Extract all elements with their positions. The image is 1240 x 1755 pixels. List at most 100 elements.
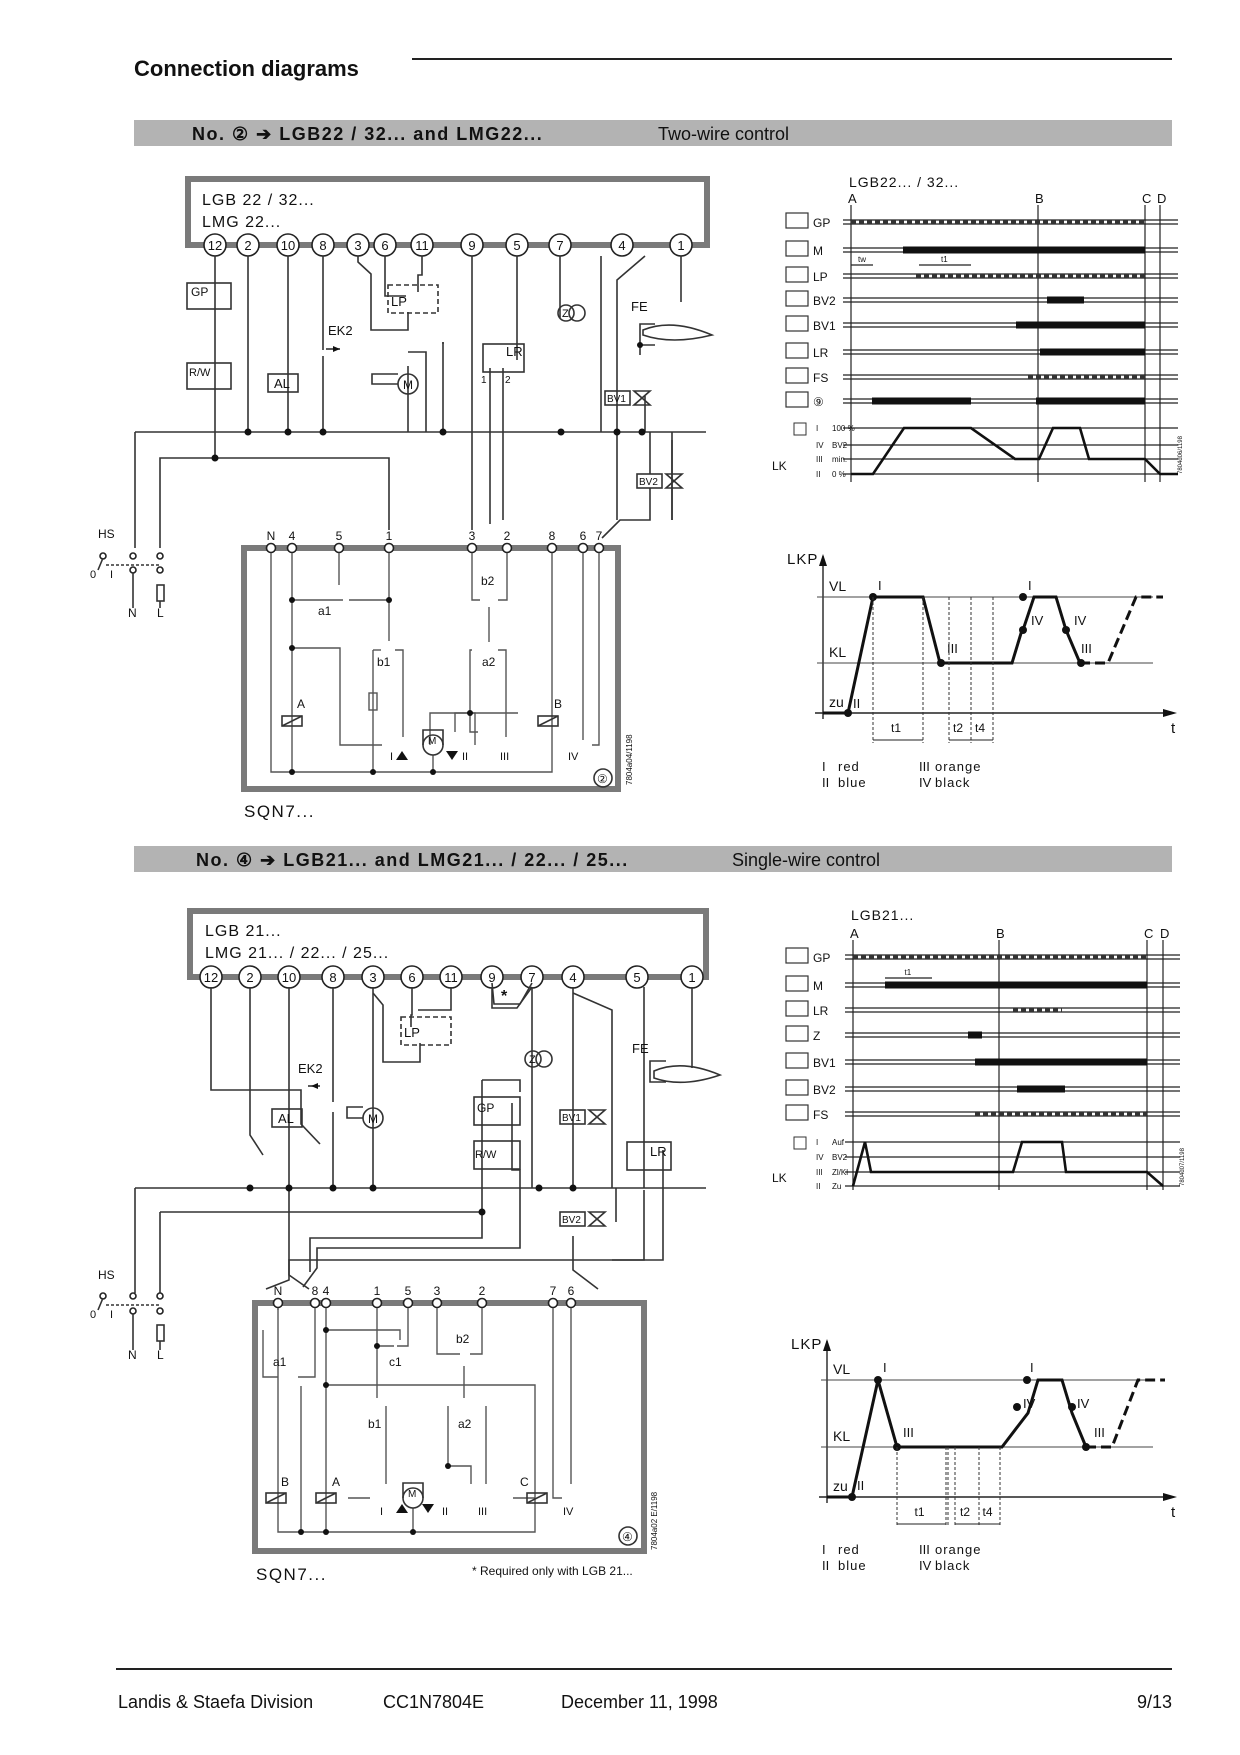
level-label: zu bbox=[829, 694, 844, 710]
terminal-label: 4 bbox=[569, 970, 576, 985]
lkp-point bbox=[1068, 1403, 1076, 1411]
timing-marker: B bbox=[1035, 191, 1044, 206]
s1-timing-title: LGB22... / 32... bbox=[849, 174, 959, 190]
svg-text:1: 1 bbox=[481, 375, 487, 386]
actuator-terminal-label: 5 bbox=[405, 1284, 412, 1298]
actuator-terminal bbox=[547, 1297, 559, 1309]
lk-level-text: Zl/Kl bbox=[832, 1168, 848, 1177]
svg-text:BV2: BV2 bbox=[639, 477, 658, 488]
timing-ref: 7804d07/1198 bbox=[1180, 1147, 1186, 1186]
timing-ref: 7804d06/1198 bbox=[1178, 435, 1184, 474]
legend-roman: IV bbox=[919, 1558, 932, 1573]
svg-text:LR: LR bbox=[506, 344, 523, 359]
actuator-terminal bbox=[565, 1297, 577, 1309]
actuator-terminal-label: N bbox=[274, 1284, 283, 1298]
actuator-terminal-label: 7 bbox=[550, 1284, 557, 1298]
lkp-point-label: III bbox=[947, 641, 958, 656]
svg-text:N: N bbox=[128, 606, 137, 620]
timing-marker: D bbox=[1160, 926, 1169, 941]
interval-label: t4 bbox=[975, 721, 985, 735]
lk-level-roman: II bbox=[816, 1182, 820, 1191]
svg-text:a1: a1 bbox=[273, 1355, 287, 1369]
actuator-terminal-label: 2 bbox=[504, 529, 511, 543]
svg-text:IV: IV bbox=[563, 1506, 574, 1518]
s2-device-ek2: EK2 bbox=[298, 1061, 323, 1089]
lk-level-roman: III bbox=[816, 1168, 823, 1177]
s2-device-bv2: BV2 bbox=[559, 1211, 608, 1227]
svg-text:M: M bbox=[403, 378, 413, 392]
lkp-point bbox=[1082, 1443, 1090, 1451]
lk-level-roman: III bbox=[816, 455, 823, 464]
svg-text:AL: AL bbox=[278, 1111, 294, 1126]
timing-row-label: BV2 bbox=[813, 294, 836, 308]
timing-row-label: GP bbox=[813, 951, 830, 965]
s2-device-lr: LR bbox=[626, 1141, 672, 1171]
svg-text:L: L bbox=[157, 606, 164, 620]
terminal-label: 1 bbox=[677, 238, 684, 253]
svg-text:BV1: BV1 bbox=[562, 1113, 581, 1124]
s2-main-switch-hs: HS 0 I N L bbox=[90, 1268, 165, 1362]
s1-device-motor-m: M bbox=[371, 351, 427, 432]
legend-color: blue bbox=[838, 1558, 867, 1573]
svg-text:M: M bbox=[368, 1112, 378, 1126]
svg-text:I: I bbox=[110, 569, 113, 581]
lk-level-text: BV2 bbox=[832, 1153, 848, 1162]
svg-text:7804a04/1198: 7804a04/1198 bbox=[625, 734, 634, 785]
terminal-label: 9 bbox=[468, 238, 475, 253]
svg-text:7804a02 E/1198: 7804a02 E/1198 bbox=[650, 1491, 659, 1550]
svg-text:0: 0 bbox=[90, 1309, 96, 1321]
lkp-trace bbox=[827, 1378, 1088, 1499]
y-axis-label: LKP bbox=[791, 1336, 822, 1353]
interval-label: t4 bbox=[983, 1505, 993, 1519]
terminal-label: 10 bbox=[281, 238, 295, 253]
title-rule bbox=[412, 58, 1172, 60]
section-mode: Single-wire control bbox=[732, 850, 881, 870]
terminal-label: 6 bbox=[408, 970, 415, 985]
actuator-terminal-label: 6 bbox=[580, 529, 587, 543]
timing-row-icon bbox=[785, 1052, 809, 1069]
actuator-motor-icon bbox=[793, 1136, 807, 1150]
lkp-point bbox=[937, 659, 945, 667]
section-header-4: No. ④ ➔ LGB21... and LMG21... / 22... / … bbox=[134, 846, 1172, 872]
terminal-label: 7 bbox=[528, 970, 535, 985]
s1-controller: LGB 22 / 32... LMG 22... bbox=[185, 176, 710, 248]
s1-device-lr: LR 1 2 bbox=[481, 343, 525, 524]
terminal-label: 12 bbox=[204, 970, 218, 985]
svg-text:II: II bbox=[462, 751, 468, 763]
svg-text:EK2: EK2 bbox=[328, 323, 353, 338]
legend-color: red bbox=[838, 759, 860, 774]
interval-label: t2 bbox=[953, 721, 963, 735]
s1-device-bv1: BV1 bbox=[604, 390, 653, 406]
legend-color: black bbox=[935, 1558, 970, 1573]
s2-footnote: * Required only with LGB 21... bbox=[472, 1564, 633, 1578]
svg-text:SQN7...: SQN7... bbox=[256, 1565, 327, 1584]
svg-text:b1: b1 bbox=[377, 655, 391, 669]
interval-label: t2 bbox=[960, 1505, 970, 1519]
lkp-point bbox=[848, 1493, 856, 1501]
s1-controller-line2: LMG 22... bbox=[202, 214, 281, 231]
lkp-point bbox=[1019, 593, 1027, 601]
actuator-terminal-label: 8 bbox=[549, 529, 556, 543]
legend-roman: I bbox=[822, 759, 826, 774]
x-axis-arrow bbox=[1163, 709, 1177, 717]
s1-actuator: SQN7... ② 7804a04/1198 bbox=[241, 545, 634, 821]
svg-text:LP: LP bbox=[391, 294, 407, 309]
actuator-terminal bbox=[476, 1297, 488, 1309]
footer-rule bbox=[116, 1668, 1172, 1670]
interval-label: tw bbox=[858, 255, 866, 264]
lkp-point-label: I bbox=[878, 578, 882, 593]
page-title: Connection diagrams bbox=[134, 56, 359, 81]
s1-main-switch-hs: HS 0 I N L bbox=[90, 527, 165, 620]
actuator-terminal-label: 1 bbox=[386, 529, 393, 543]
legend-roman: IV bbox=[919, 775, 932, 790]
s1-actuator-wiring bbox=[270, 553, 600, 773]
timing-marker: B bbox=[996, 926, 1005, 941]
timing-row-icon bbox=[785, 315, 809, 332]
svg-text:M: M bbox=[408, 1489, 416, 1500]
timing-row-label: LP bbox=[813, 270, 828, 284]
legend-color: black bbox=[935, 775, 970, 790]
level-label: VL bbox=[829, 578, 846, 594]
timing-row-icon bbox=[785, 947, 809, 964]
